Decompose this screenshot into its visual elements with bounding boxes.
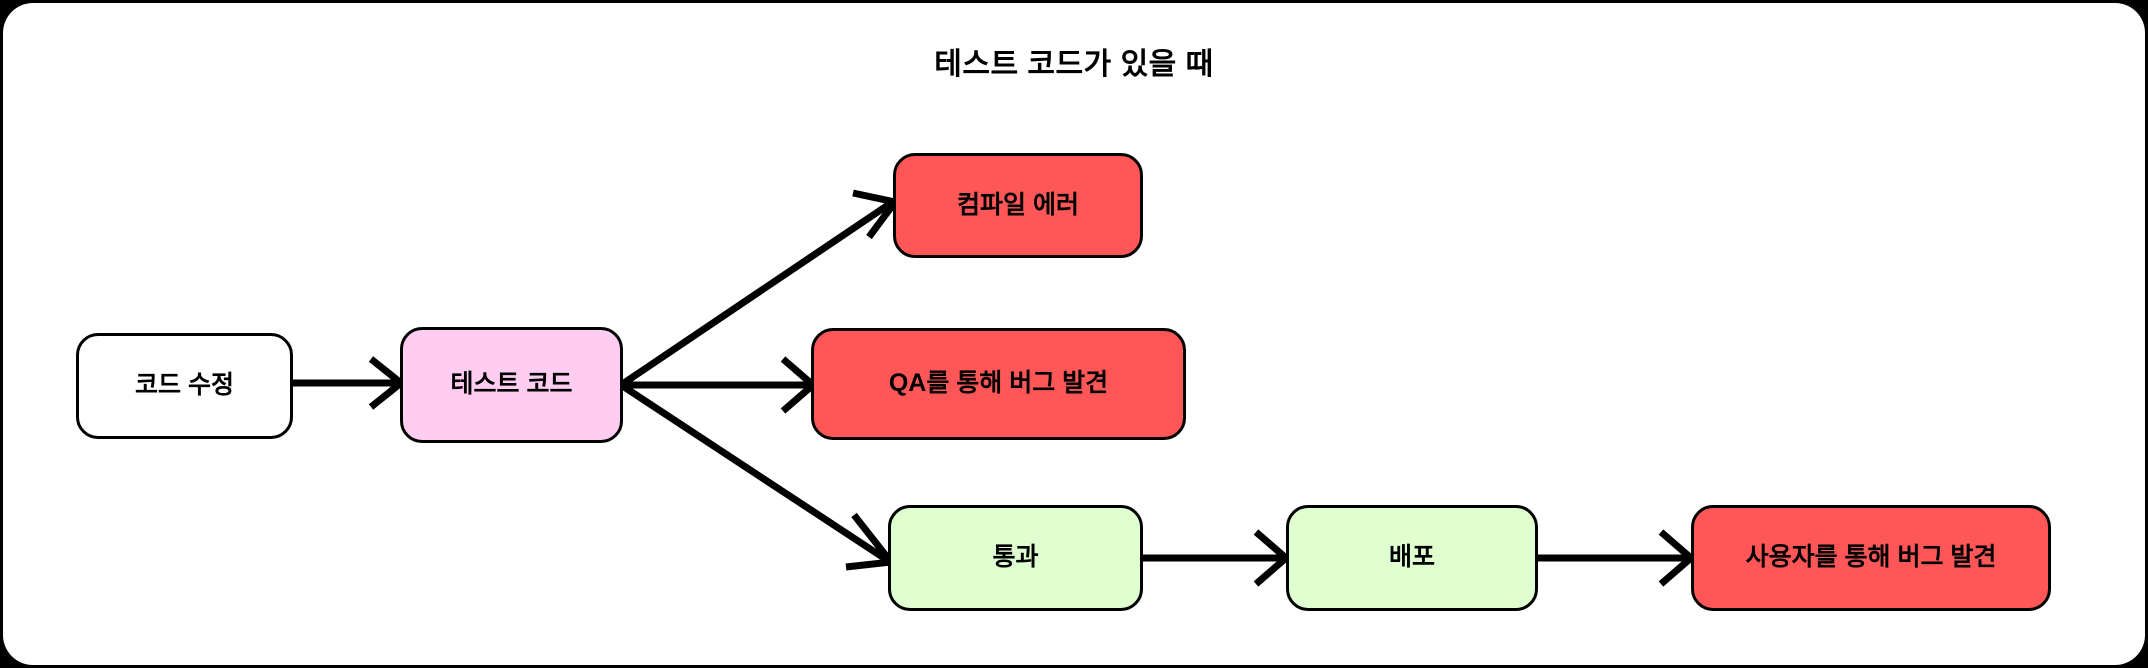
edge-test-code-to-qa-bug-found <box>621 356 819 414</box>
diagram-card: 테스트 코드가 있을 때 <box>3 3 2145 665</box>
node-label: 컴파일 에러 <box>957 190 1079 219</box>
edge-pass-to-deploy <box>1141 529 1292 587</box>
edge-code-edit-to-test-code <box>291 356 407 410</box>
node-label: 코드 수정 <box>135 371 234 400</box>
node-deploy[interactable]: 배포 <box>1286 505 1538 611</box>
page-title: 테스트 코드가 있을 때 <box>934 48 1214 81</box>
node-user-bug-found[interactable]: 사용자를 통해 버그 발견 <box>1691 505 2051 611</box>
node-test-code[interactable]: 테스트 코드 <box>400 327 623 443</box>
node-label: 배포 <box>1388 543 1435 572</box>
node-label: 사용자를 통해 버그 발견 <box>1745 543 1997 572</box>
node-label: QA를 통해 버그 발견 <box>888 369 1109 398</box>
edge-deploy-to-user-bug-found <box>1536 529 1697 587</box>
node-qa-bug-found[interactable]: QA를 통해 버그 발견 <box>811 328 1186 440</box>
node-compile-error[interactable]: 컴파일 에러 <box>893 153 1143 258</box>
node-pass[interactable]: 통과 <box>888 505 1143 611</box>
node-label: 테스트 코드 <box>450 370 573 399</box>
node-code-edit[interactable]: 코드 수정 <box>76 333 293 439</box>
node-label: 통과 <box>992 543 1039 572</box>
